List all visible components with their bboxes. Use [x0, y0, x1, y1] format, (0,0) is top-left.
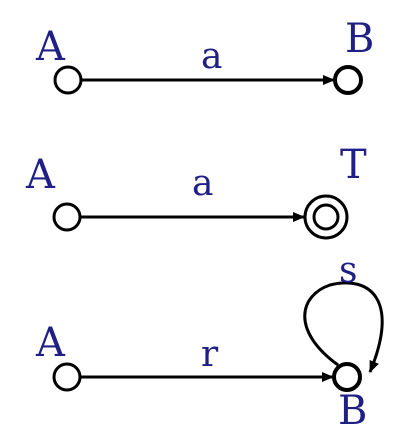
state-label-end-2: T	[340, 142, 367, 188]
diagram-2: A a T	[25, 142, 367, 240]
transition-label-1: a	[201, 36, 222, 77]
end-state-1	[333, 65, 363, 95]
transition-label-3: r	[201, 334, 219, 375]
self-loop-arrow-3	[303, 281, 384, 373]
state-label-start-1: A	[35, 24, 66, 70]
state-label-start-3: A	[35, 320, 66, 366]
transition-label-2: a	[192, 163, 213, 204]
loop-label-3: s	[339, 250, 357, 291]
end-state-3	[332, 362, 362, 392]
start-state-3	[52, 362, 82, 392]
diagram-3: A r s B	[35, 250, 384, 434]
accept-state-inner-2	[312, 203, 340, 231]
state-label-start-2: A	[25, 152, 56, 198]
state-label-end-1: B	[345, 16, 374, 62]
state-label-end-3: B	[338, 388, 367, 434]
start-state-2	[52, 202, 82, 232]
diagram-1: A a B	[35, 16, 374, 95]
start-state-1	[53, 65, 83, 95]
